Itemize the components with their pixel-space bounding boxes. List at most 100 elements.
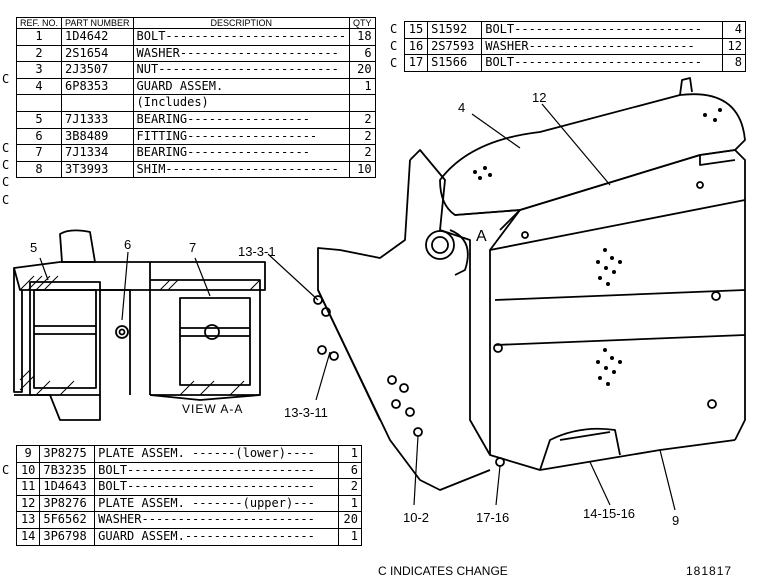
figure-number: 181817 (686, 564, 733, 578)
change-mark: C (2, 463, 10, 478)
qty-cell: 12 (721, 37, 747, 56)
ref-cell: 5 (15, 110, 63, 129)
part-number-cell: 6P8353 (61, 77, 134, 96)
qty-cell: 2 (337, 478, 363, 496)
ref-cell: 10 (15, 461, 41, 480)
description-cell: (Includes) (132, 94, 351, 112)
ref-cell: 15 (403, 21, 429, 39)
ref-cell: 6 (15, 127, 63, 146)
part-number-cell: 2J3507 (61, 61, 134, 79)
part-number-cell: 7J1334 (61, 144, 134, 162)
part-number-cell: 2S7593 (427, 37, 483, 56)
change-mark: C (390, 39, 398, 54)
qty-cell: 1 (337, 445, 363, 463)
qty-cell: 20 (337, 511, 363, 529)
description-cell: NUT------------------------- (132, 61, 351, 79)
ref-cell: 12 (15, 494, 41, 513)
callout-12: 12 (532, 90, 547, 105)
qty-cell: 6 (337, 461, 363, 480)
description-cell: BOLT-------------------------- (94, 478, 339, 496)
change-mark: C (2, 158, 10, 173)
ref-cell: 1 (15, 28, 63, 46)
description-cell: PLATE ASSEM. -------(upper)--- (94, 494, 339, 513)
qty-cell: 4 (721, 21, 747, 39)
vent-holes (473, 108, 722, 386)
change-mark: C (2, 192, 10, 207)
ref-cell: 13 (15, 511, 41, 529)
part-number-cell: 3T3993 (61, 160, 134, 179)
ref-cell: 3 (15, 61, 63, 79)
part-number-cell: 3B8489 (61, 127, 134, 146)
change-note: C INDICATES CHANGE (378, 564, 508, 578)
view-label: VIEW A-A (182, 402, 244, 416)
description-cell: FITTING------------------ (132, 127, 351, 146)
header-description: DESCRIPTION (132, 17, 351, 29)
section-view-a-a (13, 229, 266, 421)
ref-cell: 17 (403, 54, 429, 72)
description-cell: PLATE ASSEM. ------(lower)---- (94, 445, 339, 463)
description-cell: BEARING----------------- (132, 144, 351, 162)
part-number-cell: 1D4642 (61, 28, 134, 46)
ref-cell: 11 (15, 478, 41, 496)
header-ref: REF. NO. (15, 17, 63, 29)
part-number-cell: 5F6562 (39, 511, 96, 529)
callout-a: A (476, 228, 487, 245)
ref-cell: 7 (15, 144, 63, 162)
callout-5: 5 (30, 240, 38, 255)
description-cell: GUARD ASSEM. (132, 77, 351, 96)
qty-cell: 2 (349, 144, 376, 162)
part-number-cell: 7B3235 (39, 461, 96, 480)
description-cell: WASHER----------------------- (481, 37, 723, 56)
ref-cell: 16 (403, 37, 429, 56)
callout-6: 6 (124, 237, 132, 252)
ref-cell: 4 (15, 77, 63, 96)
change-mark: C (2, 141, 10, 155)
qty-cell: 2 (349, 127, 376, 146)
callout-13-3-11: 13-3-11 (284, 405, 328, 420)
table-row: (Includes) (15, 94, 376, 112)
part-number-cell: S1592 (427, 21, 483, 39)
ref-cell: 2 (15, 44, 63, 63)
qty-cell (349, 94, 376, 112)
change-mark: C (2, 175, 10, 190)
qty-cell: 1 (337, 527, 363, 546)
description-cell: WASHER------------------------ (94, 511, 339, 529)
qty-cell: 1 (337, 494, 363, 513)
part-number-cell: 7J1333 (61, 110, 134, 129)
callout-4: 4 (458, 100, 466, 115)
callout-10-2: 10-2 (403, 510, 430, 525)
guard-assembly-drawing (267, 77, 746, 511)
qty-cell: 10 (349, 160, 376, 179)
header-qty: QTY (349, 17, 376, 29)
part-number-cell: S1566 (427, 54, 483, 72)
callout-14-15-16: 14-15-16 (583, 506, 636, 521)
description-cell: BOLT------------------------- (132, 28, 351, 46)
part-number-cell: 3P8276 (39, 494, 96, 513)
ref-cell: 9 (15, 445, 41, 463)
description-cell: SHIM------------------------ (132, 160, 351, 179)
qty-cell: 18 (349, 28, 376, 46)
callout-7: 7 (189, 240, 197, 255)
ref-cell (15, 94, 63, 112)
callout-17-16: 17-16 (476, 510, 510, 525)
description-cell: GUARD ASSEM.------------------ (94, 527, 339, 546)
